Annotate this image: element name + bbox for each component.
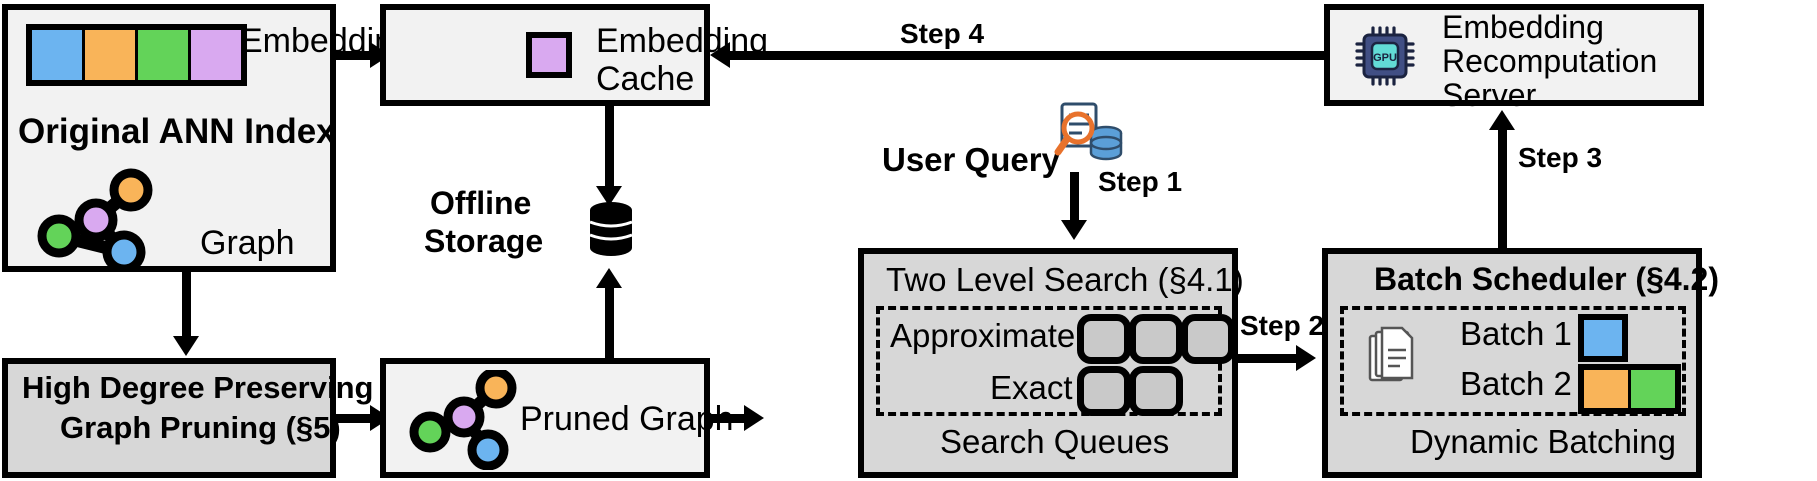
connector-index-to-pruning	[182, 272, 191, 338]
batch-1-item-blue	[1578, 314, 1628, 362]
queue-slot[interactable]	[1129, 366, 1183, 416]
embedding-cache-line2: Cache	[596, 60, 695, 98]
recomputation-server-line3: Server	[1442, 77, 1537, 113]
pruned-node-purple	[443, 396, 485, 438]
graph-node-blue	[102, 230, 146, 272]
connector-index-to-cache	[336, 51, 374, 60]
batch-2-item-green	[1631, 370, 1675, 408]
connector-pruned-graph-to-storage	[605, 288, 614, 360]
step-3-label: Step 3	[1518, 142, 1603, 173]
embedding-cell-orange	[85, 30, 138, 80]
batch-1-label: Batch 1	[1460, 315, 1572, 352]
original-ann-index-title: Original ANN Index	[18, 112, 336, 151]
arrowhead-pruned-graph-to-search	[744, 405, 764, 431]
original-graph-icon	[37, 168, 153, 272]
embedding-cache-swatch	[526, 32, 572, 78]
gpu-icon-text: GPU	[1373, 52, 1397, 64]
database-cylinder-icon	[589, 202, 633, 256]
dynamic-batching-dashed-region	[1340, 306, 1686, 416]
two-level-search-box	[858, 248, 1238, 478]
arrowhead-search-to-scheduler	[1296, 345, 1316, 371]
batch-2-label: Batch 2	[1460, 365, 1572, 402]
arrowhead-cache-to-storage	[596, 186, 622, 206]
connector-pruning-to-pruned-graph	[336, 414, 374, 423]
arrowhead-index-to-pruning	[173, 336, 199, 356]
graph-pruning-line1: High Degree Preserving	[22, 370, 374, 405]
offline-storage-line1: Offline	[430, 185, 532, 221]
graph-label: Graph	[200, 224, 295, 262]
search-queues-caption: Search Queues	[940, 423, 1170, 460]
step-2-label: Step 2	[1240, 310, 1325, 341]
step-4-label: Step 4	[900, 18, 985, 49]
batch-2-items	[1578, 364, 1681, 414]
recomputation-server-line1: Embedding	[1442, 9, 1604, 45]
documents-stack-icon	[1368, 326, 1414, 382]
batch-2-item-orange	[1584, 370, 1631, 408]
embedding-cell-green	[138, 30, 191, 80]
connector-scheduler-to-server	[1498, 130, 1507, 250]
pruned-graph-label: Pruned Graph	[520, 400, 734, 438]
queue-slot[interactable]	[1077, 366, 1131, 416]
queue-slot[interactable]	[1129, 314, 1183, 364]
arrowhead-server-to-cache	[710, 42, 730, 68]
arrowhead-query-to-search	[1061, 220, 1087, 240]
dynamic-batching-caption: Dynamic Batching	[1410, 423, 1676, 460]
pruned-node-orange	[475, 370, 517, 409]
batch-scheduler-title: Batch Scheduler (§4.2)	[1374, 261, 1719, 297]
batch-scheduler-box	[1322, 248, 1702, 478]
queue-slot[interactable]	[1077, 314, 1131, 364]
two-level-search-title: Two Level Search (§4.1)	[886, 261, 1244, 298]
recomputation-server-box	[1324, 4, 1704, 106]
offline-storage-line2: Storage	[424, 223, 544, 259]
approximate-queue-row	[1077, 314, 1235, 364]
step-1-label: Step 1	[1098, 166, 1183, 197]
embedding-swatch	[26, 24, 247, 86]
graph-node-purple	[74, 198, 118, 242]
connector-cache-to-storage	[605, 106, 614, 188]
graph-node-orange	[109, 168, 153, 212]
embedding-cell-blue	[32, 30, 85, 80]
arrowhead-pruned-graph-to-storage	[596, 268, 622, 288]
embedding-cell-purple	[191, 30, 241, 80]
graph-pruning-line2: Graph Pruning (§5)	[60, 410, 341, 445]
connector-server-to-cache	[730, 51, 1326, 60]
user-query-label: User Query	[882, 141, 1060, 178]
connector-query-to-search	[1070, 172, 1079, 224]
arrowhead-scheduler-to-server	[1489, 110, 1515, 130]
graph-node-green	[37, 214, 81, 258]
exact-label: Exact	[990, 369, 1073, 406]
exact-queue-row	[1077, 366, 1183, 416]
recomputation-server-line2: Recomputation	[1442, 43, 1658, 79]
connector-pruned-graph-to-search	[710, 414, 748, 423]
queue-slot[interactable]	[1181, 314, 1235, 364]
query-search-database-icon	[1054, 102, 1123, 161]
approximate-label: Approximate	[890, 317, 1076, 354]
pruned-node-green	[409, 411, 451, 453]
graph-pruning-box	[2, 358, 336, 478]
pruned-graph-icon	[409, 370, 517, 470]
pruned-node-blue	[467, 429, 509, 470]
gpu-chip-icon: GPU	[1355, 26, 1415, 86]
connector-search-to-scheduler	[1238, 354, 1302, 363]
